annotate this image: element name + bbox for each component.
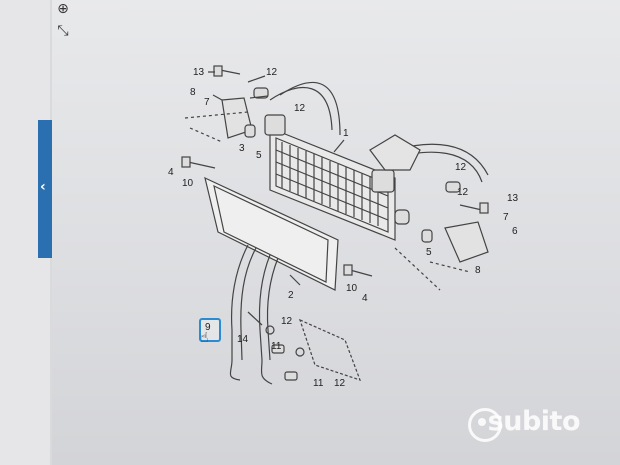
part-label-6: 6: [512, 226, 518, 237]
part-label-10: 10: [346, 283, 358, 294]
watermark: subito: [487, 406, 581, 437]
image-viewer-canvas[interactable]: [52, 0, 620, 465]
part-label-7: 7: [204, 97, 210, 108]
part-label-5: 5: [426, 247, 432, 258]
zoom-in-icon[interactable]: ⊕: [57, 1, 69, 17]
chevron-left-icon[interactable]: ‹: [40, 179, 46, 195]
part-label-12: 12: [457, 187, 469, 198]
part-label-13: 13: [193, 67, 205, 78]
part-label-12: 12: [455, 162, 467, 173]
part-label-7: 7: [503, 212, 509, 223]
part-label-8: 8: [190, 87, 196, 98]
subito-logo-icon: [468, 408, 502, 442]
part-label-4: 4: [168, 167, 174, 178]
part-label-1: 1: [343, 128, 349, 139]
part-label-13: 13: [507, 193, 519, 204]
part-label-4: 4: [362, 293, 368, 304]
part-label-14: 14: [237, 334, 249, 345]
hand-cursor-icon: ☝: [200, 330, 209, 346]
part-label-8: 8: [475, 265, 481, 276]
part-label-5: 5: [256, 150, 262, 161]
fullscreen-icon[interactable]: ⤡: [57, 23, 69, 39]
part-label-12: 12: [334, 378, 346, 389]
part-label-9: 9: [205, 322, 211, 333]
part-label-11: 11: [313, 378, 324, 389]
part-label-12: 12: [294, 103, 306, 114]
highlighted-part-callout[interactable]: 9: [199, 318, 221, 342]
part-label-11: 11: [271, 341, 282, 352]
part-label-12: 12: [266, 67, 278, 78]
sidebar-collapse-tab[interactable]: [38, 120, 52, 258]
part-label-10: 10: [182, 178, 194, 189]
part-label-2: 2: [288, 290, 294, 301]
part-label-12: 12: [281, 316, 293, 327]
viewer-toolbar: ⊕ ⤡: [52, 0, 74, 50]
part-label-3: 3: [239, 143, 245, 154]
